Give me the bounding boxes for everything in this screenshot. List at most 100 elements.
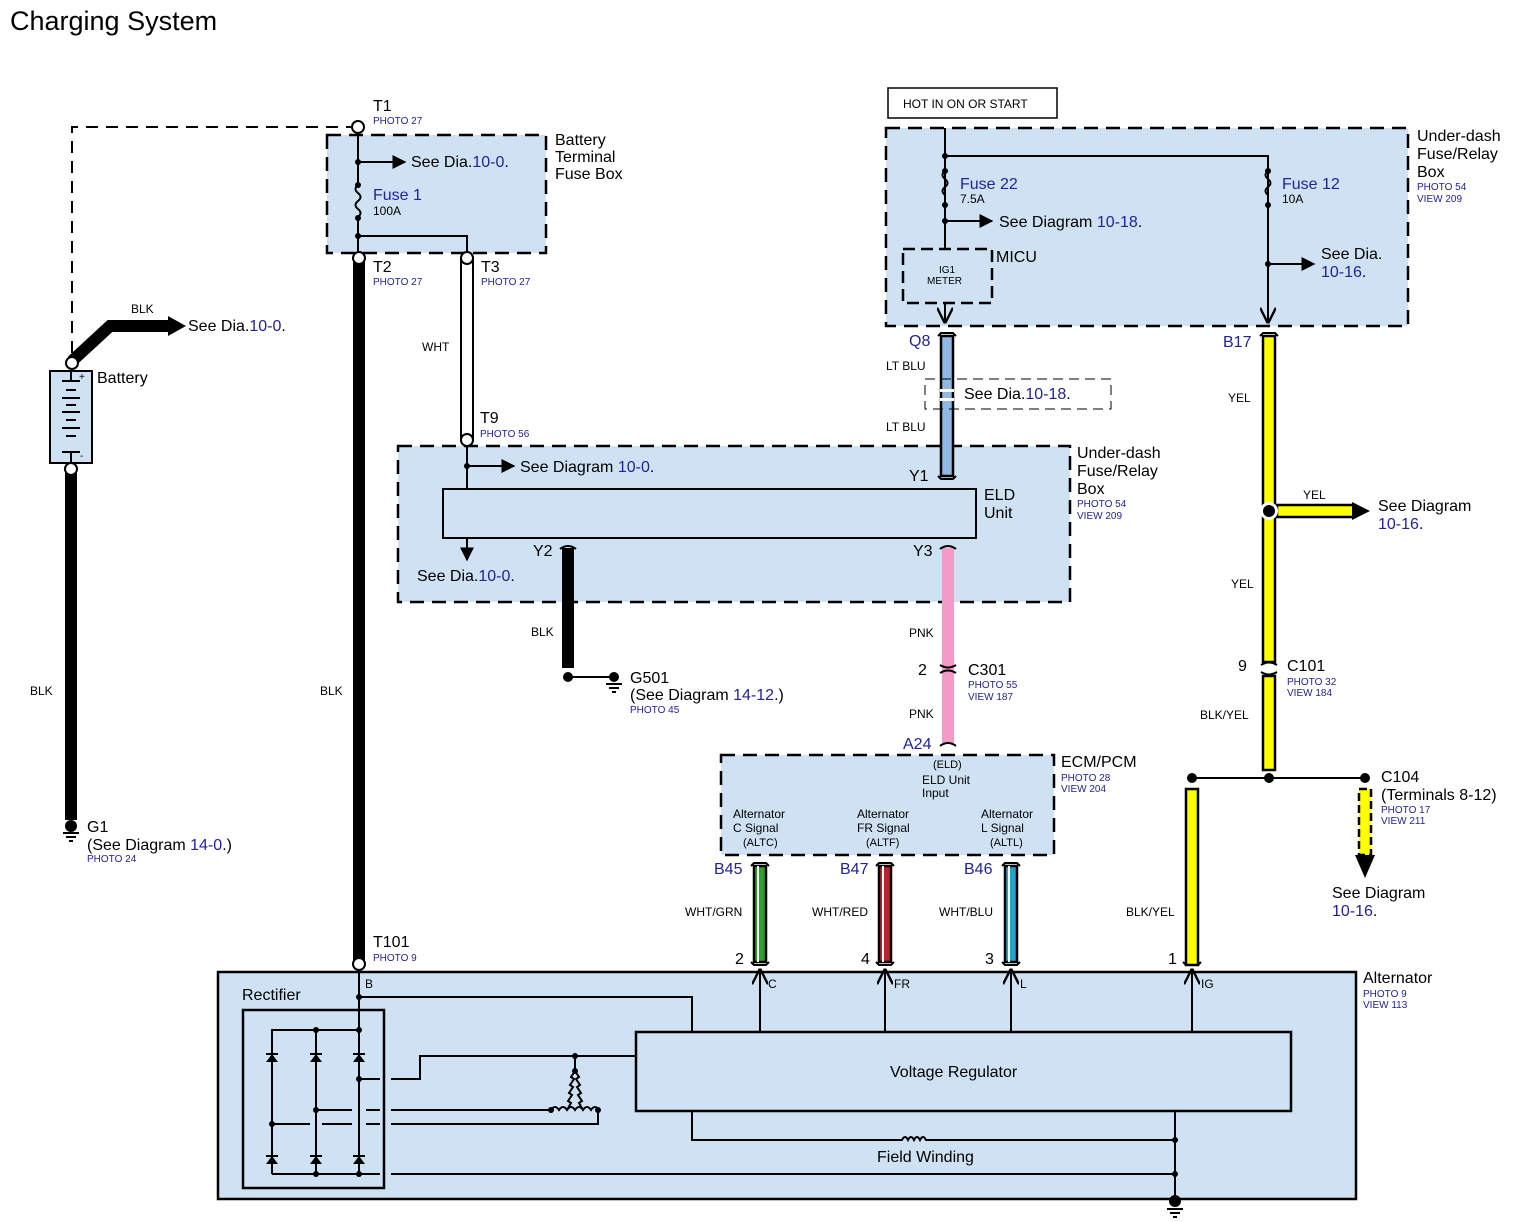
- wire-color-label: PNK: [909, 707, 934, 721]
- wire-color-label: BLK: [531, 625, 554, 639]
- ecm-view: VIEW 204: [1061, 784, 1106, 795]
- t3-name: T3: [481, 259, 500, 276]
- c301-photo: PHOTO 55: [968, 680, 1018, 691]
- wire-wht: [460, 257, 474, 441]
- terminal-b-label: B: [365, 977, 373, 991]
- c301-view: VIEW 187: [968, 692, 1013, 703]
- udt-label-3: Box: [1417, 164, 1445, 181]
- wire-color-label: WHT/BLU: [939, 905, 993, 919]
- udt-see-1016-prefix[interactable]: See Dia.: [1321, 246, 1382, 263]
- micu-meter: METER: [927, 276, 962, 287]
- udt-label-1: Under-dash: [1417, 128, 1501, 145]
- t9-photo: PHOTO 56: [480, 429, 530, 440]
- c104-terminals: (Terminals 8-12): [1381, 787, 1497, 804]
- micu-box[interactable]: [901, 247, 994, 305]
- wire-color-label: LT BLU: [886, 359, 926, 373]
- wire-wht-blu: [1003, 864, 1019, 964]
- rectifier-diode-bridge: [266, 970, 1175, 1177]
- udt-label-2: Fuse/Relay: [1417, 146, 1498, 163]
- fuse-22-rating: 7.5A: [960, 192, 985, 206]
- c101-photo: PHOTO 32: [1287, 677, 1337, 688]
- fuse-12-name: Fuse 12: [1282, 176, 1340, 193]
- udm-label-1: Under-dash: [1077, 445, 1161, 462]
- see-dia-1018-link[interactable]: See Dia.10-18.: [964, 386, 1071, 403]
- udm-see-top-link[interactable]: See Diagram 10-0.: [520, 459, 654, 476]
- ecm-signal-fr-line2: FR Signal: [857, 821, 910, 835]
- eld-unit[interactable]: [442, 488, 977, 539]
- pin-a24: A24: [903, 736, 932, 753]
- ecm-eld-code: (ELD): [933, 759, 962, 771]
- g501-name: G501: [630, 670, 669, 687]
- wire-lt-blu: [939, 334, 955, 478]
- rectifier-box: [241, 1008, 386, 1190]
- wire-pnk: [942, 548, 954, 744]
- wire-wht-grn: [752, 864, 768, 964]
- pin-b17: B17: [1223, 334, 1252, 351]
- rectifier-label: Rectifier: [242, 987, 301, 1004]
- c104-see-prefix[interactable]: See Diagram: [1332, 885, 1425, 902]
- udt-photo: PHOTO 54: [1417, 182, 1467, 193]
- pin-y1: Y1: [909, 468, 929, 485]
- terminal-t101: [352, 957, 366, 971]
- fuse-22-name: Fuse 22: [960, 176, 1018, 193]
- ecm-signal-c-line2: C Signal: [733, 821, 778, 835]
- yel-see-prefix[interactable]: See Diagram: [1378, 498, 1471, 515]
- see-dia-link[interactable]: See Dia.10-0.: [188, 318, 286, 335]
- eld-label-2: Unit: [984, 505, 1013, 522]
- udt-see-1016-link[interactable]: 10-16.: [1321, 264, 1366, 281]
- udm-view: VIEW 209: [1077, 511, 1122, 522]
- alt-pin-c: 2: [735, 951, 744, 968]
- c101-view: VIEW 184: [1287, 688, 1332, 699]
- wire-color-label: WHT: [422, 340, 450, 354]
- micu-ig1: IG1: [939, 265, 956, 276]
- terminal-t9: [460, 433, 474, 447]
- field-winding-icon: [691, 1111, 1175, 1143]
- see-dia-1018-box: [924, 378, 1112, 410]
- alternator-view: VIEW 113: [1363, 1000, 1408, 1011]
- g1-see-link[interactable]: (See Diagram 14-0.): [87, 837, 232, 854]
- ecm-signal-fr-code: (ALTF): [866, 837, 899, 849]
- fuse-icon: [354, 184, 362, 218]
- btfb-label-1: Battery: [555, 132, 606, 149]
- yel-see-link[interactable]: 10-16.: [1378, 516, 1423, 533]
- wire-color-label: YEL: [1231, 577, 1254, 591]
- t101-name: T101: [373, 934, 410, 951]
- ecm-eld-input-1: ELD Unit: [922, 773, 971, 787]
- pin-y3: Y3: [913, 543, 933, 560]
- c104-see-link[interactable]: 10-16.: [1332, 903, 1377, 920]
- eld-label-1: ELD: [984, 487, 1015, 504]
- wire-wht-red: [877, 864, 893, 964]
- wire-color-label: BLK/YEL: [1200, 708, 1249, 722]
- battery-negative-terminal: [64, 462, 78, 476]
- voltage-regulator[interactable]: [634, 1030, 1293, 1113]
- svg-text:-: -: [80, 451, 83, 462]
- wire-yel: [1261, 334, 1277, 664]
- ecm-signal-l-code: (ALTL): [990, 837, 1023, 849]
- wire-blk-yel: [1261, 674, 1277, 772]
- t1-name: T1: [373, 98, 392, 115]
- stator-winding-icon: [548, 1053, 601, 1113]
- dashed-battery-link: [71, 126, 358, 358]
- c104-view: VIEW 211: [1381, 816, 1426, 827]
- btfb-label-2: Terminal: [555, 149, 615, 166]
- t3-photo: PHOTO 27: [481, 277, 531, 288]
- battery[interactable]: + -: [49, 370, 93, 464]
- wire-color-label: BLK: [320, 684, 343, 698]
- btfb-see-link[interactable]: See Dia.10-0.: [411, 154, 509, 171]
- g501-see-link[interactable]: (See Diagram 14-12.): [630, 687, 784, 704]
- udt-view: VIEW 209: [1417, 194, 1462, 205]
- g1-photo: PHOTO 24: [87, 854, 137, 865]
- alt-term-ig: IG: [1201, 977, 1214, 991]
- arrow-icon: [168, 316, 186, 336]
- ecm-signal-l-line1: Alternator: [981, 807, 1033, 821]
- battery-positive-cable: [67, 320, 170, 366]
- ecm-pcm-box: [719, 753, 1056, 857]
- wire-color-label: YEL: [1303, 488, 1326, 502]
- udm-see-bottom-link[interactable]: See Dia.10-0.: [417, 568, 515, 585]
- udt-see-1018-link[interactable]: See Diagram 10-18.: [999, 214, 1142, 231]
- wire-yel-dashed: [1357, 787, 1373, 857]
- wire-color-label: YEL: [1228, 391, 1251, 405]
- ecm-signal-fr-line1: Alternator: [857, 807, 909, 821]
- arrow-icon: [1352, 502, 1370, 520]
